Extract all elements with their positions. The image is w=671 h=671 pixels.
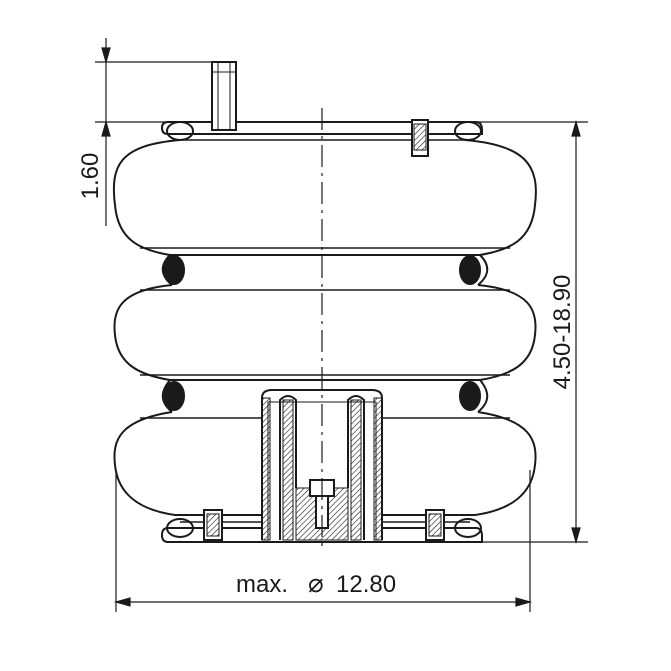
diameter-prefix-label: max. bbox=[236, 571, 288, 598]
bottom-stud-right bbox=[425, 509, 445, 541]
top-stud bbox=[411, 119, 429, 157]
top-bolt bbox=[211, 61, 237, 131]
diameter-value-label: 12.80 bbox=[336, 571, 396, 598]
plate-thickness-dimension bbox=[95, 38, 212, 226]
bead-rings bbox=[163, 255, 481, 411]
height-range-label: 4.50-18.90 bbox=[549, 275, 576, 390]
diameter-symbol: ⌀ bbox=[308, 568, 324, 598]
diameter-dimension bbox=[113, 470, 533, 612]
bottom-stud-left bbox=[203, 509, 223, 541]
height-dimension bbox=[470, 119, 588, 545]
bump-stop bbox=[261, 389, 383, 541]
plate-thickness-label: 1.60 bbox=[77, 153, 104, 200]
